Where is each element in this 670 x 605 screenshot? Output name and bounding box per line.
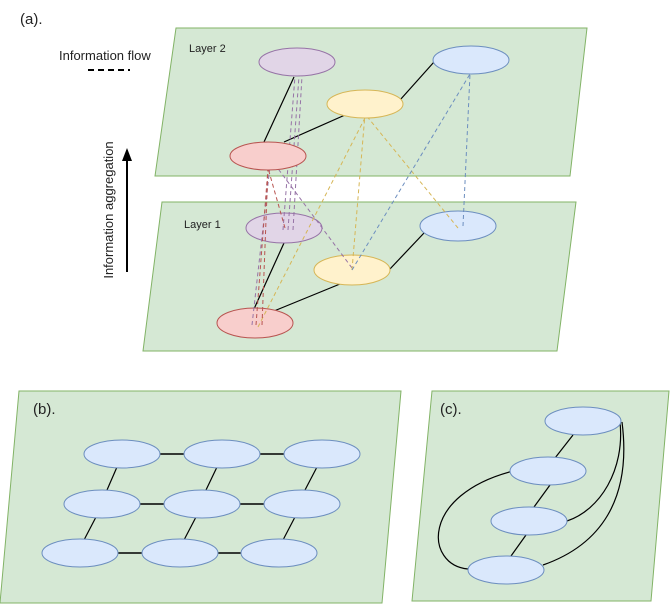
l2-node-blue: [432, 45, 510, 75]
l2-node-yellow: [326, 89, 404, 119]
grid-node-r2c2: [163, 489, 241, 519]
chain-node-4: [467, 555, 545, 585]
edge-c3-r1r2: [304, 466, 318, 491]
flow-yellow-1: [257, 113, 368, 328]
grid-node-r1c1: [83, 439, 161, 469]
grid-node-r2c1: [63, 489, 141, 519]
edge-n3-n4: [510, 534, 527, 557]
edge-c3-r2r3: [282, 516, 296, 541]
edge-c2-r2r3: [183, 516, 197, 541]
flow-red-3: [267, 167, 286, 229]
grid-node-r1c3: [283, 439, 361, 469]
l1-node-red: [216, 307, 294, 339]
grid-nodes: [41, 439, 361, 568]
grid-node-r3c3: [240, 538, 318, 568]
l1-edge-red-purple: [253, 242, 285, 310]
flow-purple-5: [275, 165, 353, 269]
panel-a-label: (a).: [20, 11, 43, 28]
l2-edge-yellow-blue: [399, 61, 435, 101]
chain-nodes: [467, 406, 622, 585]
l1-edge-red-yellow: [273, 283, 341, 312]
edge-n2-n3: [533, 484, 551, 508]
edge-c2-r1r2: [205, 466, 218, 491]
flow-red-1: [255, 167, 269, 326]
chain-node-1: [544, 406, 622, 436]
legend-information-flow: Information flow: [59, 48, 151, 63]
layer2-label: Layer 2: [189, 43, 226, 55]
l1-node-purple: [245, 212, 323, 244]
panel-b-label: (b).: [33, 401, 56, 418]
panel-c-label: (c).: [440, 401, 462, 418]
grid-edges: [83, 453, 318, 554]
l2-node-purple: [258, 47, 336, 77]
panel-c: (c).: [411, 390, 670, 602]
panel-b: (b).: [0, 390, 402, 604]
edge-c1-r2r3: [83, 516, 97, 541]
flow-yellow-2: [351, 113, 366, 271]
grid-node-r1c2: [183, 439, 261, 469]
panel-c-plane: [411, 390, 670, 602]
edge-c1-r1r2: [106, 466, 118, 491]
curve-n1-n4: [542, 421, 625, 566]
panel-a: (a). Information flow Information aggreg…: [20, 11, 588, 352]
grid-node-r3c2: [141, 538, 219, 568]
l2-edge-red-purple: [263, 76, 295, 143]
layer1-label: Layer 1: [184, 219, 221, 231]
curve-n1-n3: [566, 421, 622, 522]
edge-n1-n2: [554, 434, 574, 459]
l1-edge-yellow-blue: [388, 232, 425, 271]
axis-information-aggregation: Information aggregation: [101, 141, 116, 278]
chain-edges: [437, 421, 625, 570]
grid-node-r2c3: [263, 489, 341, 519]
l2-node-red: [229, 141, 307, 171]
flow-purple-4: [251, 165, 271, 326]
l1-node-blue: [419, 210, 497, 242]
flow-blue-2: [462, 73, 471, 227]
chain-node-3: [490, 506, 568, 536]
aggregation-arrow-head: [122, 148, 132, 161]
curve-n2-n4: [437, 470, 514, 570]
flow-blue-1: [351, 73, 471, 271]
flow-red-2: [261, 167, 269, 326]
grid-node-r3c1: [41, 538, 119, 568]
chain-node-2: [509, 456, 587, 486]
